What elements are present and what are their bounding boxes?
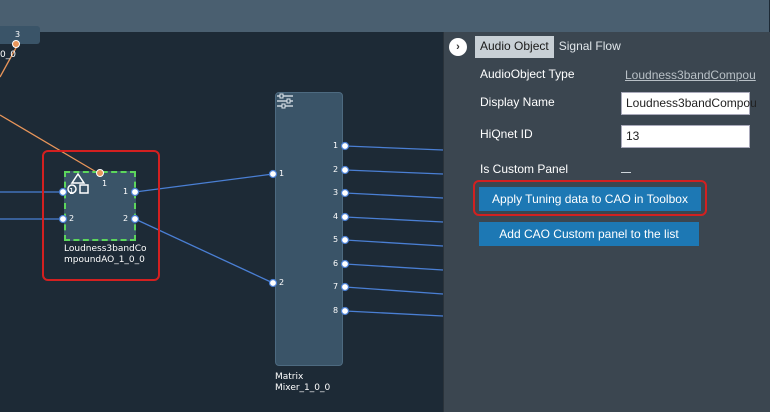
mixer-output-label: 8 bbox=[333, 306, 339, 315]
mixer-name-line-2: Mixer_1_0_0 bbox=[275, 383, 331, 393]
control-wire[interactable] bbox=[0, 45, 18, 78]
mixer-input-port-1[interactable] bbox=[268, 169, 278, 179]
cao-output-port-1[interactable] bbox=[130, 187, 140, 197]
cao-name-line-1: Loudness3bandCo bbox=[64, 244, 147, 254]
properties-panel: › Audio Object Signal Flow AudioObject T… bbox=[443, 32, 770, 412]
upstream-control-port[interactable] bbox=[11, 39, 21, 49]
mixer-input-port-2[interactable] bbox=[268, 278, 278, 288]
matrix-mixer-block[interactable] bbox=[275, 92, 343, 366]
tab-signal-flow[interactable]: Signal Flow bbox=[558, 39, 621, 53]
is-custom-panel-label: Is Custom Panel bbox=[480, 162, 569, 176]
cao-output-label-2: 2 bbox=[123, 214, 129, 223]
mixer-output-port[interactable] bbox=[340, 306, 350, 316]
upstream-block-name: 0_0 bbox=[0, 50, 16, 60]
add-custom-panel-button[interactable]: Add CAO Custom panel to the list bbox=[479, 222, 699, 246]
hiqnet-id-field[interactable]: 13 bbox=[621, 125, 750, 148]
mixer-output-port[interactable] bbox=[340, 188, 350, 198]
mixer-output-label: 5 bbox=[333, 235, 339, 244]
mixer-output-label: 7 bbox=[333, 282, 339, 291]
wire[interactable] bbox=[344, 239, 444, 247]
cao-control-port[interactable] bbox=[95, 168, 105, 178]
cao-output-label-1: 1 bbox=[123, 187, 129, 196]
wire[interactable] bbox=[344, 169, 444, 175]
mixer-output-port[interactable] bbox=[340, 212, 350, 222]
wire[interactable] bbox=[344, 263, 444, 271]
mixer-output-label: 3 bbox=[333, 188, 339, 197]
wire[interactable] bbox=[344, 310, 444, 317]
mixer-output-label: 2 bbox=[333, 165, 339, 174]
apply-button-highlight-frame bbox=[473, 180, 707, 216]
mixer-output-label: 6 bbox=[333, 259, 339, 268]
audio-object-type-value: Loudness3bandCompou bbox=[621, 63, 756, 86]
wire[interactable] bbox=[344, 216, 444, 223]
mixer-faders-icon bbox=[277, 93, 293, 109]
hiqnet-id-label: HiQnet ID bbox=[480, 127, 533, 141]
cao-block-name: Loudness3bandCo mpoundAO_1_0_0 bbox=[64, 244, 147, 266]
cao-input-label-2: 2 bbox=[69, 214, 75, 223]
design-canvas[interactable]: 3 0_0 1 1 2 1 2 Loudness3bandCo mpoundAO… bbox=[0, 26, 444, 412]
compound-object-icon bbox=[67, 172, 89, 194]
cao-control-port-label: 1 bbox=[102, 179, 108, 188]
control-wire[interactable] bbox=[0, 114, 99, 174]
upstream-port-label: 3 bbox=[15, 30, 21, 39]
upstream-block[interactable] bbox=[0, 26, 40, 44]
is-custom-panel-checkbox[interactable] bbox=[621, 162, 631, 173]
top-toolbar bbox=[0, 0, 769, 32]
audio-object-type-label: AudioObject Type bbox=[480, 67, 575, 81]
cao-highlight-frame bbox=[42, 150, 160, 281]
wire[interactable] bbox=[344, 286, 444, 295]
mixer-name-line-1: Matrix bbox=[275, 372, 304, 382]
cao-name-line-2: mpoundAO_1_0_0 bbox=[64, 255, 145, 265]
wire[interactable] bbox=[344, 192, 444, 199]
cao-input-port-2[interactable] bbox=[58, 214, 68, 224]
apply-tuning-button[interactable]: Apply Tuning data to CAO in Toolbox bbox=[479, 187, 701, 211]
cao-output-port-2[interactable] bbox=[130, 214, 140, 224]
mixer-output-port[interactable] bbox=[340, 282, 350, 292]
mixer-output-port[interactable] bbox=[340, 259, 350, 269]
mixer-block-name: Matrix Mixer_1_0_0 bbox=[275, 372, 330, 394]
mixer-input-label-2: 2 bbox=[279, 278, 285, 287]
cao-block[interactable] bbox=[64, 171, 136, 241]
wire[interactable] bbox=[344, 145, 444, 151]
mixer-output-port[interactable] bbox=[340, 141, 350, 151]
mixer-output-label: 4 bbox=[333, 212, 339, 221]
tab-audio-object[interactable]: Audio Object bbox=[475, 36, 554, 58]
display-name-field[interactable]: Loudness3bandCompou bbox=[621, 92, 757, 115]
cao-input-port-1[interactable] bbox=[58, 187, 68, 197]
mixer-output-port[interactable] bbox=[340, 165, 350, 175]
collapse-panel-button[interactable]: › bbox=[449, 38, 467, 56]
mixer-output-label: 1 bbox=[333, 141, 339, 150]
mixer-input-label-1: 1 bbox=[279, 169, 285, 178]
panel-tabs: Audio Object Signal Flow bbox=[475, 36, 626, 58]
display-name-label: Display Name bbox=[480, 95, 555, 109]
mixer-output-port[interactable] bbox=[340, 235, 350, 245]
cao-input-label-1: 1 bbox=[69, 187, 75, 196]
